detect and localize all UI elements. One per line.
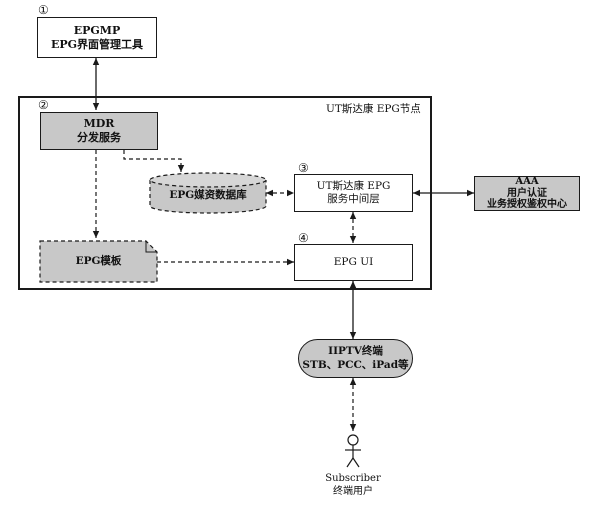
aaa-box: AAA 用户认证 业务授权鉴权中心	[474, 176, 580, 211]
epgmp-box: EPGMP EPG界面管理工具	[37, 17, 157, 58]
connector-mdr-mediadb	[123, 150, 185, 172]
aaa-subtitle: 用户认证	[507, 187, 547, 199]
subscriber-person-icon	[345, 434, 361, 468]
epg-ui-label: EPG UI	[333, 255, 374, 268]
template-document-icon	[39, 240, 158, 283]
node-area-number: ②	[38, 98, 49, 112]
media-db-label: EPG媒资数据库	[169, 189, 247, 202]
epg-ui-box: EPG UI	[294, 244, 413, 281]
middleware-box: UT斯达康 EPG 服务中间层	[294, 174, 413, 212]
epgmp-title: EPGMP	[73, 23, 121, 37]
terminal-subtitle: STB、PCC、iPad等	[302, 358, 409, 371]
media-db-label-wrap: EPG媒资数据库	[150, 186, 266, 206]
terminal-title: IIPTV终端	[328, 345, 383, 358]
subscriber-label: Subscriber 终端用户	[313, 470, 393, 500]
middleware-title: UT斯达康 EPG	[316, 179, 391, 192]
epg-ui-number: ④	[298, 231, 309, 245]
mdr-subtitle: 分发服务	[77, 131, 121, 144]
middleware-number: ③	[298, 161, 309, 175]
subscriber-subtitle: 终端用户	[333, 486, 373, 497]
middleware-subtitle: 服务中间层	[327, 193, 380, 205]
epgmp-subtitle: EPG界面管理工具	[50, 37, 144, 51]
media-db-cylinder-icon	[149, 172, 267, 214]
terminal-box: IIPTV终端 STB、PCC、iPad等	[298, 339, 413, 378]
template-label: EPG模板	[75, 254, 122, 267]
mdr-box: MDR 分发服务	[40, 112, 158, 150]
epgmp-number: ①	[38, 3, 49, 17]
subscriber-title: Subscriber	[325, 473, 381, 484]
template-label-wrap: EPG模板	[40, 241, 157, 282]
aaa-description: 业务授权鉴权中心	[487, 199, 567, 211]
node-area-title: UT斯达康 EPG节点	[326, 103, 421, 115]
aaa-title: AAA	[515, 176, 539, 188]
mdr-title: MDR	[83, 117, 115, 131]
